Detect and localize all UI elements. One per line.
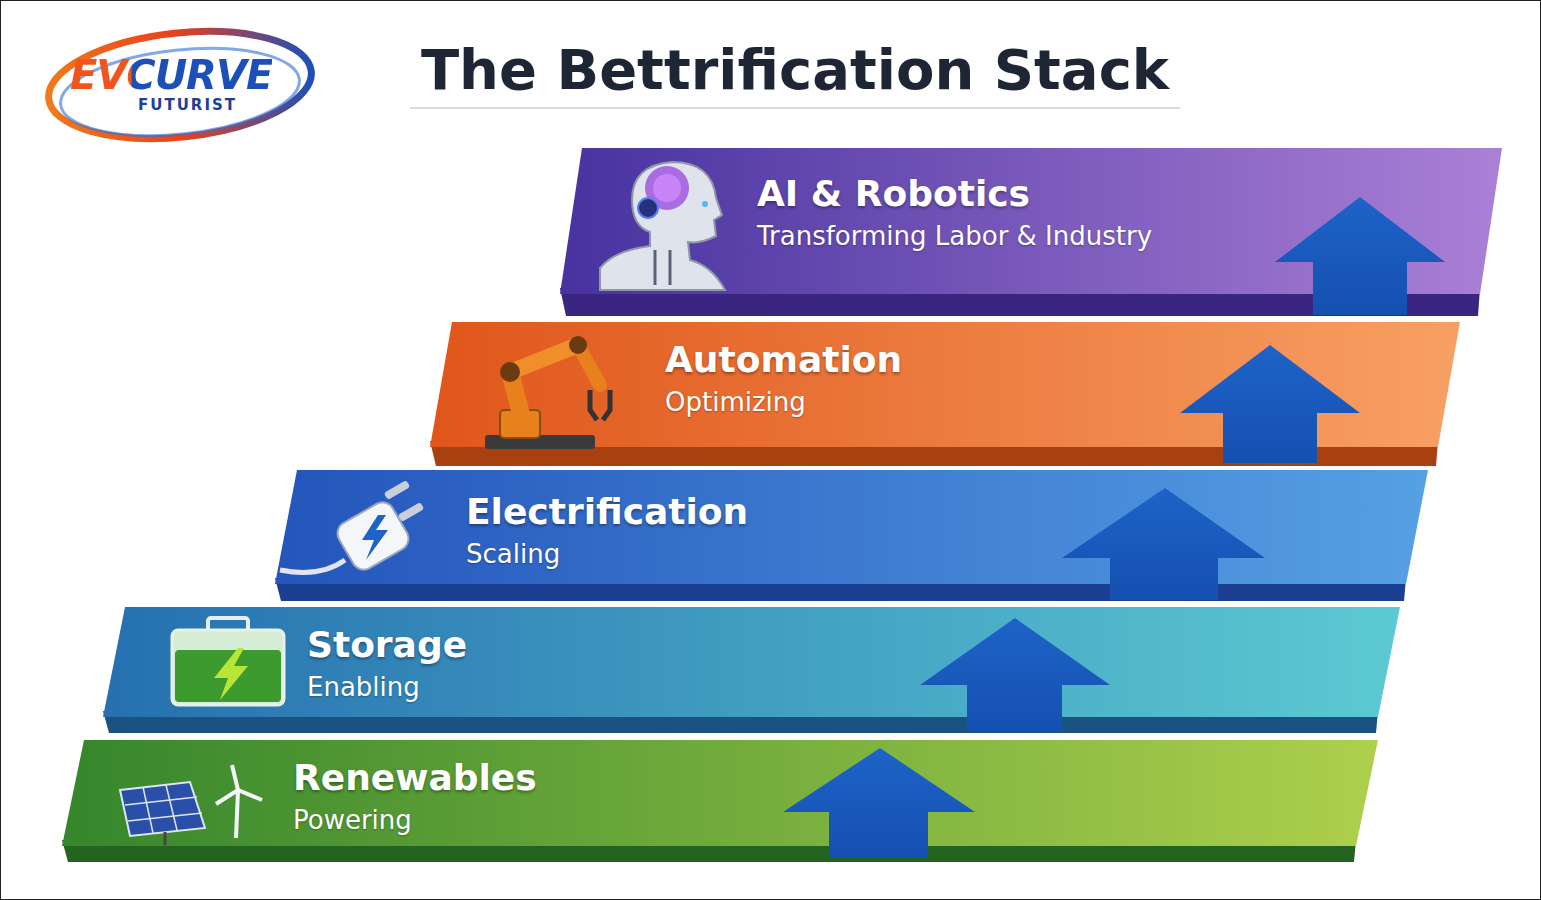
band-texts: StorageEnabling xyxy=(103,607,1400,704)
stack-band: AI & RoboticsTransforming Labor & Indust… xyxy=(560,148,1502,316)
logo-wordmark: EVCURVE xyxy=(70,52,272,98)
band-subtitle: Transforming Labor & Industry xyxy=(757,219,1502,253)
band-shape xyxy=(103,607,1400,733)
band-subtitle: Enabling xyxy=(307,670,1400,704)
band-texts: RenewablesPowering xyxy=(62,740,1378,837)
band-shape xyxy=(62,740,1378,862)
title-underline xyxy=(410,107,1180,109)
band-texts: ElectrificationScaling xyxy=(275,470,1428,571)
robot-arm-icon xyxy=(485,336,610,449)
solar-wind-icon xyxy=(120,765,262,845)
stack-band: RenewablesPowering xyxy=(62,740,1378,862)
band-title: Automation xyxy=(665,338,1460,382)
band-title: Electrification xyxy=(466,490,1428,534)
battery-icon xyxy=(172,618,284,705)
up-arrows xyxy=(783,197,1445,858)
band-shape xyxy=(275,470,1428,601)
band-subtitle: Powering xyxy=(293,803,1378,837)
logo-swoosh xyxy=(43,19,316,150)
band-texts: AI & RoboticsTransforming Labor & Indust… xyxy=(560,148,1502,253)
diagram-title: The Bettrification Stack xyxy=(400,36,1190,104)
band-title: AI & Robotics xyxy=(757,172,1502,216)
stack-band: ElectrificationScaling xyxy=(275,470,1428,601)
stack-band: AutomationOptimizing xyxy=(430,322,1460,466)
band-subtitle: Optimizing xyxy=(665,385,1460,419)
band-texts: AutomationOptimizing xyxy=(430,322,1460,419)
plug-icon xyxy=(280,480,424,574)
band-shape xyxy=(430,322,1460,466)
band-title: Storage xyxy=(307,623,1400,667)
robot-head-icon xyxy=(600,162,725,290)
logo-tagline: FUTURIST xyxy=(138,96,237,114)
band-title: Renewables xyxy=(293,756,1378,800)
band-subtitle: Scaling xyxy=(466,537,1428,571)
stack-band: StorageEnabling xyxy=(103,607,1400,733)
